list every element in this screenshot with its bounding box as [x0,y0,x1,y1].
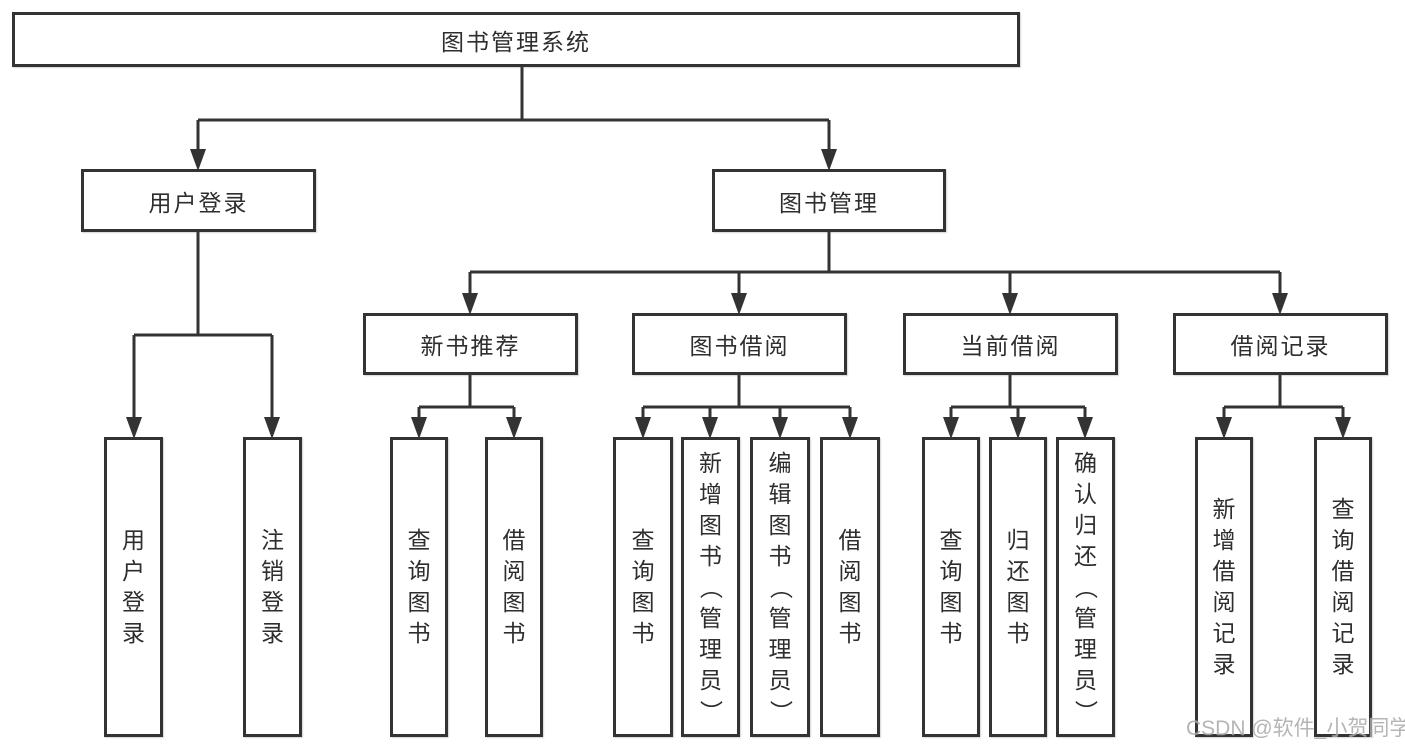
leaf-query-books-recommend: 查询图书 [390,437,448,737]
arrowhead-icon [190,149,206,171]
node-borrowing-records: 借阅记录 [1173,313,1388,375]
watermark: CSDN @软件_小贺同学 [1186,717,1405,740]
arrowhead-icon [702,417,718,439]
arrowhead-icon [506,417,522,439]
leaf-confirm-return-admin: 确认归还（管理员） [1056,437,1115,737]
arrowhead-icon [821,149,837,171]
connector-root [196,67,831,153]
arrowhead-icon [1335,417,1351,439]
arrowhead-icon [411,417,427,439]
connector-new-book [417,374,516,420]
leaf-query-borrow-record: 查询借阅记录 [1314,437,1372,737]
node-book-management-system: 图书管理系统 [12,12,1020,67]
leaf-edit-books-admin: 编辑图书（管理员） [750,437,810,737]
leaf-borrow-books-recommend: 借阅图书 [485,437,543,737]
connector-book-borrowing [641,374,852,420]
node-book-borrowing: 图书借阅 [632,313,847,375]
arrowhead-icon [1002,293,1018,315]
arrowhead-icon [842,417,858,439]
arrowhead-icon [635,417,651,439]
connector-current-borrowing [949,374,1087,420]
arrowhead-icon [943,417,959,439]
leaf-query-books-current: 查询图书 [922,437,980,737]
node-user-login: 用户登录 [81,169,316,232]
leaf-add-borrow-record: 新增借阅记录 [1195,437,1253,737]
leaf-query-books-borrowing: 查询图书 [613,437,673,737]
node-new-book-recommend: 新书推荐 [363,313,578,375]
arrowhead-icon [1216,417,1232,439]
leaf-logout: 注销登录 [243,437,302,737]
arrowhead-icon [126,417,142,439]
node-current-borrowing: 当前借阅 [903,313,1118,375]
arrowhead-icon [1010,417,1026,439]
connector-book-management [468,232,1282,297]
leaf-return-books: 归还图书 [989,437,1047,737]
connector-borrowing-records [1222,374,1345,420]
leaf-user-login: 用户登录 [104,437,163,737]
leaf-borrow-books: 借阅图书 [820,437,880,737]
arrowhead-icon [1077,417,1093,439]
leaf-add-books-admin: 新增图书（管理员） [681,437,740,737]
arrowhead-icon [1272,293,1288,315]
arrowhead-icon [772,417,788,439]
arrowhead-icon [731,293,747,315]
arrowhead-icon [264,417,280,439]
connector-user-login [132,232,274,420]
arrowhead-icon [462,293,478,315]
node-book-management: 图书管理 [712,169,946,232]
